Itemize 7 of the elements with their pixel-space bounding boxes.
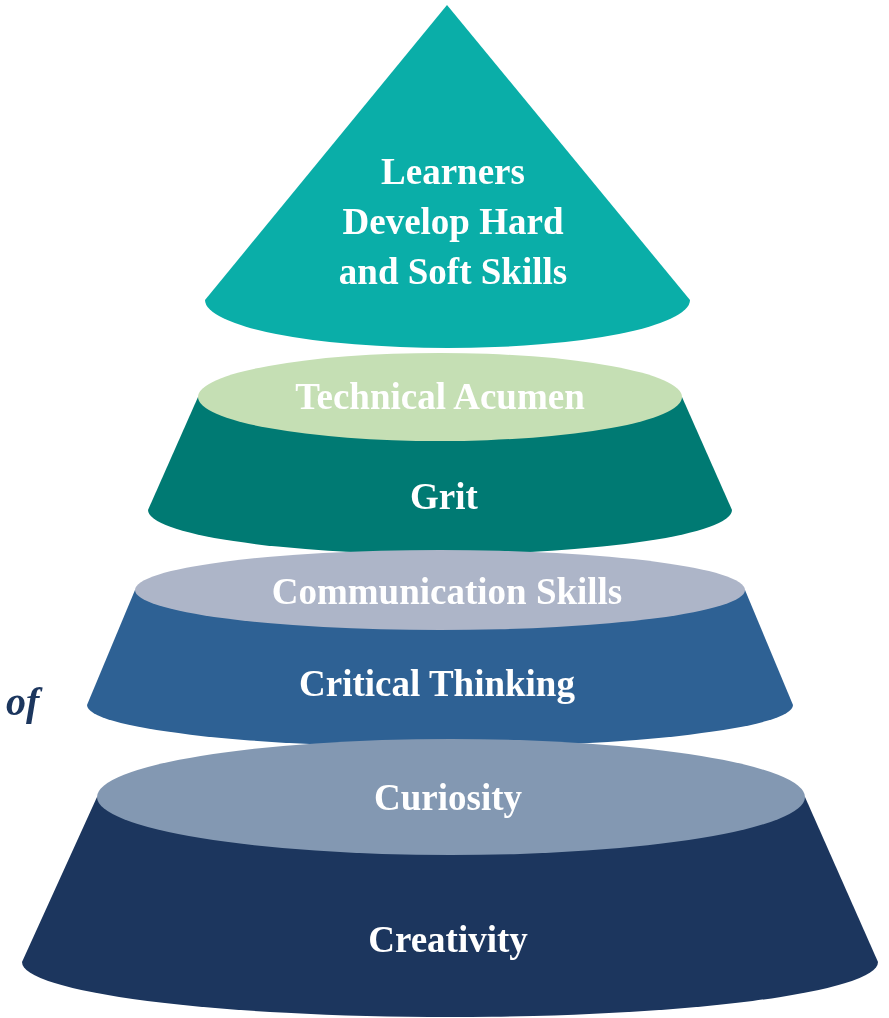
tier-label: Curiosity — [374, 776, 522, 820]
tier-label: Learners Develop Hard and Soft Skills — [337, 150, 569, 294]
tier-label: Critical Thinking — [299, 662, 575, 706]
tier-label: Communication Skills — [271, 570, 623, 614]
tier-label: Grit — [410, 475, 478, 519]
tier-label: Creativity — [368, 918, 528, 962]
tier-label: Technical Acumen — [295, 375, 585, 419]
